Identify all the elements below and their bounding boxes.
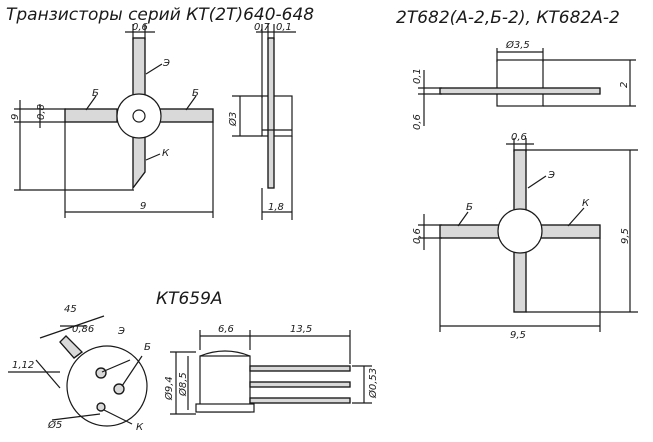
dim-kt640-lead-thickness: 0,8 <box>36 104 47 120</box>
dim-2t682-height: 2 <box>619 82 630 88</box>
dim-kt640-span: 9 <box>140 201 146 212</box>
dim-2t682-lead-thickness: 0,6 <box>412 228 423 244</box>
dim-kt640-side-thickness: 1,8 <box>268 202 284 213</box>
dim-kt640-side-diameter: Ø3 <box>227 112 239 127</box>
dim-kt659a-flange-diameter: Ø9,4 <box>163 376 175 401</box>
title-2t682: 2Т682(А-2,Б-2), КТ682А-2 <box>396 8 620 28</box>
label-2t682-base: Б <box>466 202 473 213</box>
title-kt640: Транзисторы серий КТ(2Т)640-648 <box>6 5 314 25</box>
label-kt640-collector: К <box>162 148 170 159</box>
label-2t682-emitter: Э <box>547 170 555 181</box>
label-kt640-base-left: Б <box>92 88 99 99</box>
dim-2t682-lead-0-6-side: 0,6 <box>412 114 423 130</box>
kt640-top-view <box>14 24 214 218</box>
dim-kt659a-1-12: 1,12 <box>12 360 34 371</box>
dim-2t682-diameter: Ø3,5 <box>505 39 530 51</box>
dim-2t682-width-9-5: 9,5 <box>510 330 526 341</box>
dim-kt640-side-0-7: 0,7 <box>254 22 271 33</box>
dim-kt659a-angle-45: 45 <box>64 304 77 315</box>
dim-kt640-lead-width: 0,6 <box>132 22 148 33</box>
kt640-side-view <box>232 24 296 220</box>
label-kt659a-collector: К <box>136 422 144 433</box>
label-kt640-base-right: Б <box>192 88 199 99</box>
2t682-side-view <box>418 48 636 126</box>
dim-kt640-side-0-1: 0,1 <box>276 22 292 33</box>
label-kt659a-emitter: Э <box>117 326 125 337</box>
dim-kt659a-0-86: 0,86 <box>72 324 94 335</box>
2t682-top-view <box>418 138 638 332</box>
label-kt640-emitter: Э <box>162 58 170 69</box>
dim-kt659a-body-diameter: Ø8,5 <box>177 372 189 397</box>
label-kt659a-base: Б <box>144 342 151 353</box>
dim-2t682-lead-width: 0,6 <box>511 132 527 143</box>
kt659a-bottom-view <box>8 315 148 427</box>
title-kt659a: КТ659А <box>156 289 223 309</box>
dim-kt659a-lead-length: 13,5 <box>290 324 312 335</box>
dim-kt659a-lead-diameter: Ø0,53 <box>367 368 379 399</box>
label-2t682-collector: К <box>582 198 590 209</box>
dim-2t682-height-9-5: 9,5 <box>620 228 631 244</box>
dim-kt659a-body-length: 6,6 <box>218 324 234 335</box>
kt659a-side-view <box>170 330 372 415</box>
dim-kt659a-diameter-5: Ø5 <box>47 419 62 431</box>
dim-2t682-lead-0-1: 0,1 <box>412 68 423 84</box>
dim-kt640-height: 9 <box>10 114 21 120</box>
